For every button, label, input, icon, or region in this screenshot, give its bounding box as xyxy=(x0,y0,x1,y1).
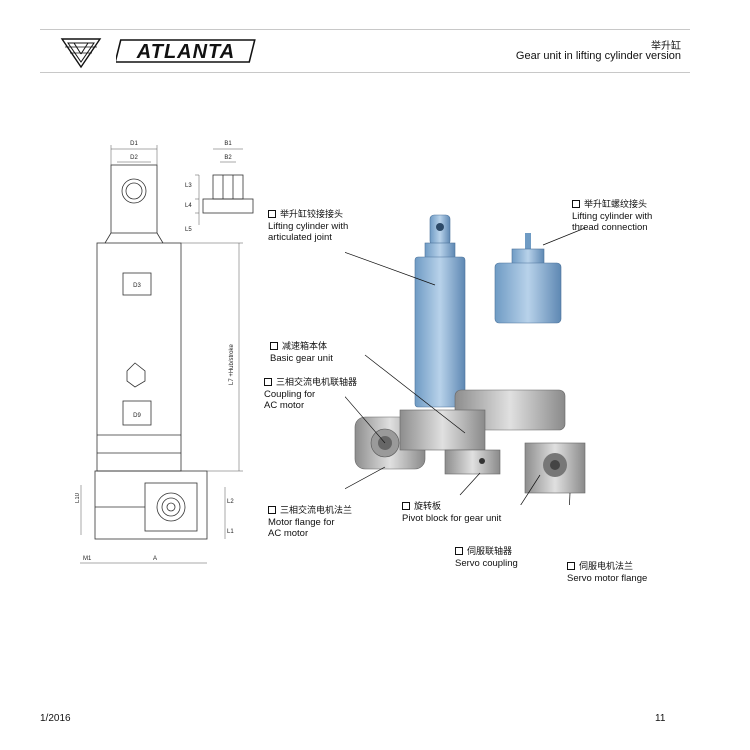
footer-date: 1/2016 xyxy=(40,713,71,724)
product-illustration xyxy=(345,214,586,505)
dim-m1: M1 xyxy=(83,556,92,562)
articulated-cylinder xyxy=(414,214,466,408)
servo-flange xyxy=(524,442,586,494)
technical-drawing: D1 D2 B1 B2 L3 L4 L5 D3 D9 L7 +Hub/strok… xyxy=(75,141,254,564)
dim-l1: L1 xyxy=(227,529,234,535)
dim-b2: B2 xyxy=(224,155,232,161)
dim-l4: L4 xyxy=(185,203,192,209)
page-title-en: Gear unit in lifting cylinder version xyxy=(515,50,681,62)
dim-l2: L2 xyxy=(227,499,234,505)
header-top-rule xyxy=(40,29,690,30)
header-bottom-rule xyxy=(40,72,690,73)
dim-d1: D1 xyxy=(130,141,138,147)
gear-housing xyxy=(354,389,566,475)
page-title-cn: 举升缸 xyxy=(651,41,681,52)
dim-a: A xyxy=(153,556,157,562)
company-logo-icon xyxy=(60,38,102,69)
dim-l5: L5 xyxy=(185,227,192,233)
dim-d9: D9 xyxy=(133,413,141,419)
dim-l3: L3 xyxy=(185,183,192,189)
dim-l7: L7 +Hub/stroke xyxy=(229,343,235,385)
dim-d2: D2 xyxy=(130,155,138,161)
thread-cylinder xyxy=(494,233,562,324)
brand-wordmark: ATLANTA xyxy=(116,39,256,63)
dim-b1: B1 xyxy=(224,141,232,147)
dim-l10: L10 xyxy=(75,492,81,503)
brand-name: ATLANTA xyxy=(136,41,235,63)
footer-page-number: 11 xyxy=(655,713,666,724)
dim-d3: D3 xyxy=(133,283,141,289)
